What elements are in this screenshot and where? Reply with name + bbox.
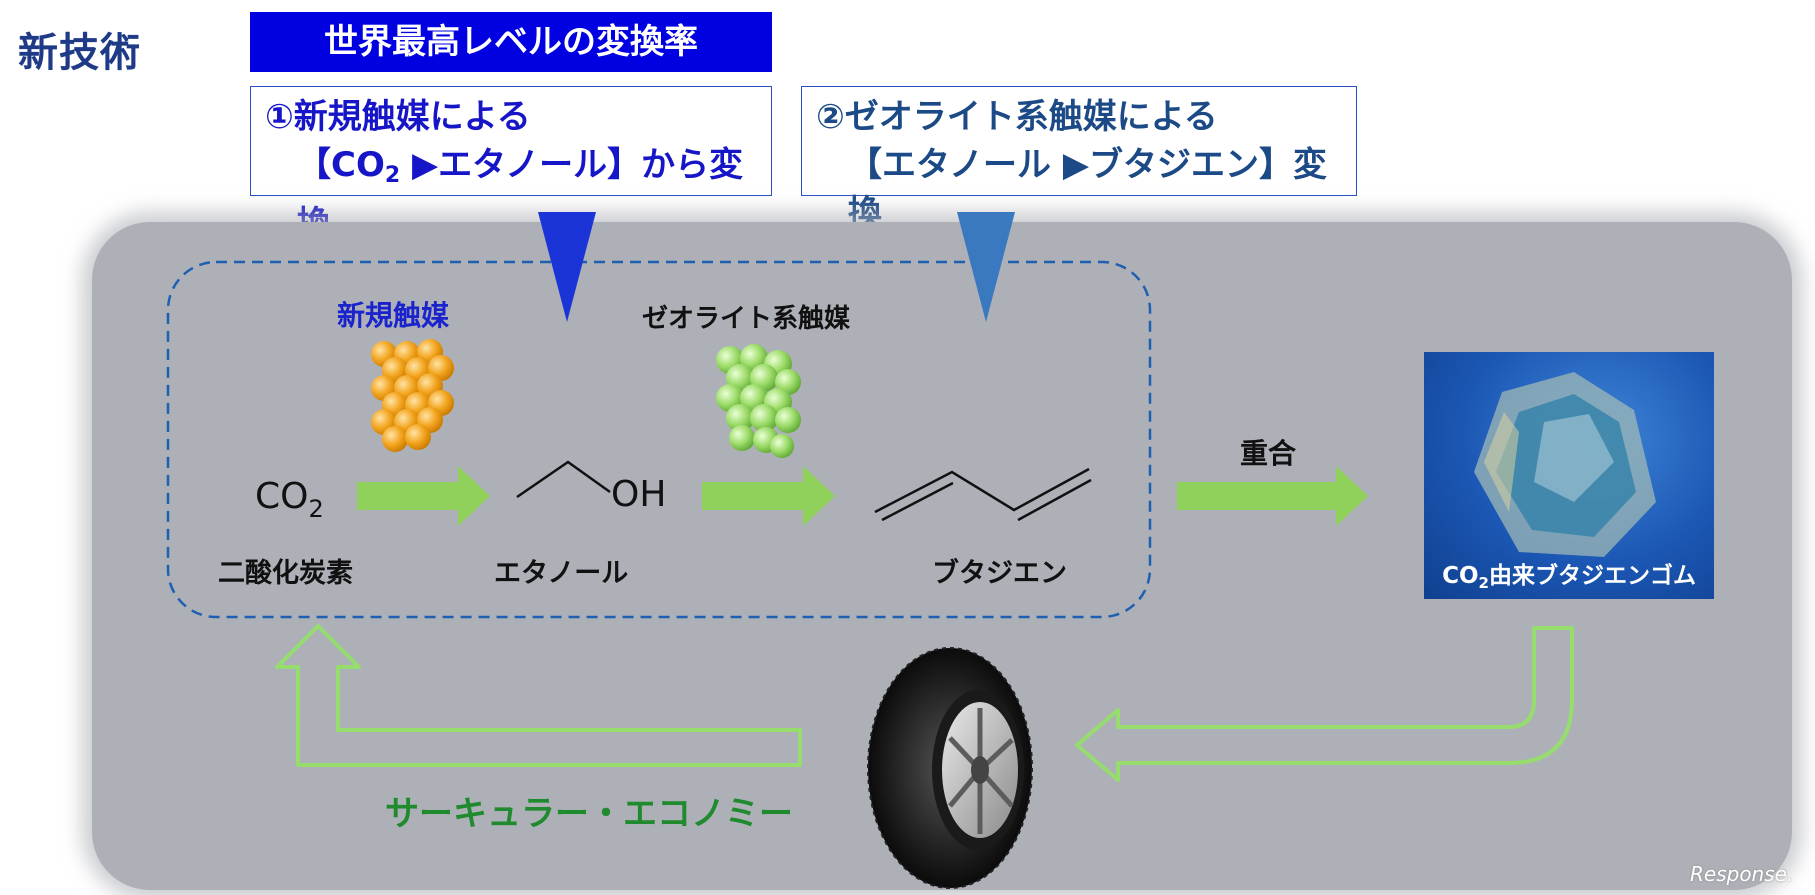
catalyst2-spheres: [716, 344, 801, 458]
step1-line1: ①新規触媒による: [265, 97, 531, 137]
flow-arrow-2: [702, 466, 835, 526]
co2-name: 二酸化炭素: [218, 558, 353, 589]
step1-line2-pre: 【CO: [297, 145, 385, 185]
ethanol-structure: [516, 460, 611, 499]
flow-arrow-1: [357, 466, 490, 526]
rubber-label-sub: 2: [1478, 574, 1489, 592]
co2-formula-main: CO: [255, 476, 309, 517]
rubber-label: CO2由来ブタジエンゴム: [1424, 556, 1714, 592]
circular-economy-label: サーキュラー・エコノミー: [385, 794, 793, 834]
rubber-photo: [1424, 352, 1714, 599]
catalyst1-label: 新規触媒: [337, 299, 450, 332]
reaction-frame: [166, 260, 1152, 619]
ethanol-oh-label: OH: [611, 474, 667, 515]
rubber-label-pre: CO: [1442, 563, 1479, 589]
co2-formula: CO2: [255, 476, 324, 523]
pointer-triangle-1: [538, 212, 596, 322]
step2-line1: ②ゼオライト系触媒による: [816, 97, 1218, 137]
top-banner: 世界最高レベルの変換率: [250, 12, 772, 72]
page-title: 新技術: [18, 30, 141, 76]
return-arrow-left: [275, 624, 802, 767]
watermark-logo: Response.: [1690, 862, 1794, 886]
co2-formula-sub: 2: [308, 495, 324, 523]
ethanol-name: エタノール: [494, 558, 629, 589]
rubber-sample-icon: [1474, 372, 1656, 557]
step2-line2: 【エタノール ▶ブタジエン】変換: [848, 145, 1327, 233]
butadiene-name: ブタジエン: [932, 558, 1067, 589]
tire-icon: [867, 647, 1033, 889]
rubber-label-post: 由来ブタジエンゴム: [1488, 563, 1696, 589]
catalyst1-spheres: [371, 339, 454, 452]
polymerization-label: 重合: [1240, 437, 1297, 470]
step1-line2-sub: 2: [384, 163, 401, 188]
flow-arrow-polymerization: [1177, 466, 1368, 526]
step1-box: ①新規触媒による 【CO2 ▶エタノール】から変換: [250, 86, 772, 244]
catalyst2-label: ゼオライト系触媒: [642, 304, 851, 334]
pointer-triangle-2: [957, 212, 1015, 322]
butadiene-structure: [874, 467, 1092, 522]
return-arrow-right: [1075, 626, 1574, 782]
step2-box: ②ゼオライト系触媒による 【エタノール ▶ブタジエン】変換: [801, 86, 1357, 233]
